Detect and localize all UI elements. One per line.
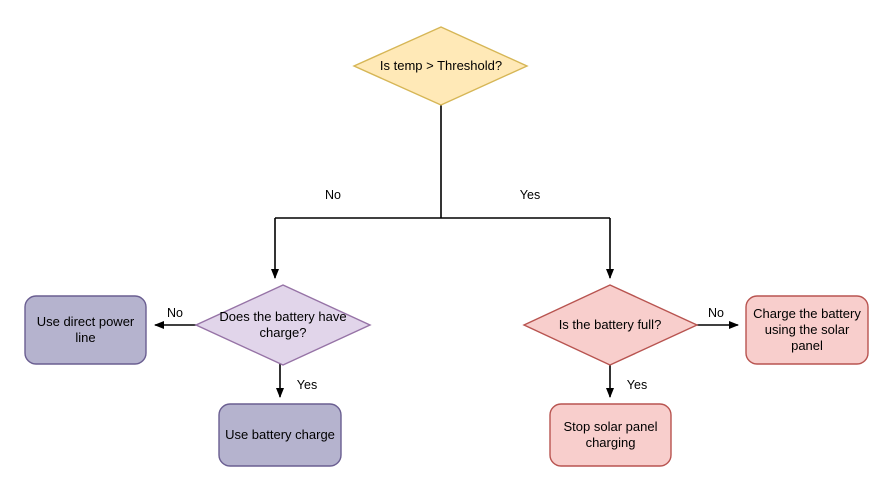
node-shape-battery-charge-check[interactable] <box>194 284 372 366</box>
edge-label-temp-to-battery-charge: No <box>325 188 341 202</box>
edge-label-full-to-charge-solar: No <box>708 306 724 320</box>
node-shape-use-direct-power-line[interactable] <box>24 295 147 365</box>
edge-label-full-to-stop-solar: Yes <box>626 378 648 392</box>
edge-label-temp-to-battery-full: Yes <box>519 188 541 202</box>
node-shape-stop-solar-charging[interactable] <box>549 403 672 467</box>
node-shape-battery-full-check[interactable] <box>522 284 699 366</box>
edge-label-charge-to-direct-power: No <box>167 306 183 320</box>
node-shape-temp-check[interactable] <box>352 26 529 106</box>
edge-label-charge-to-use-battery: Yes <box>296 378 318 392</box>
node-shape-charge-battery-solar[interactable] <box>745 295 869 365</box>
node-shape-use-battery-charge[interactable] <box>218 403 342 467</box>
